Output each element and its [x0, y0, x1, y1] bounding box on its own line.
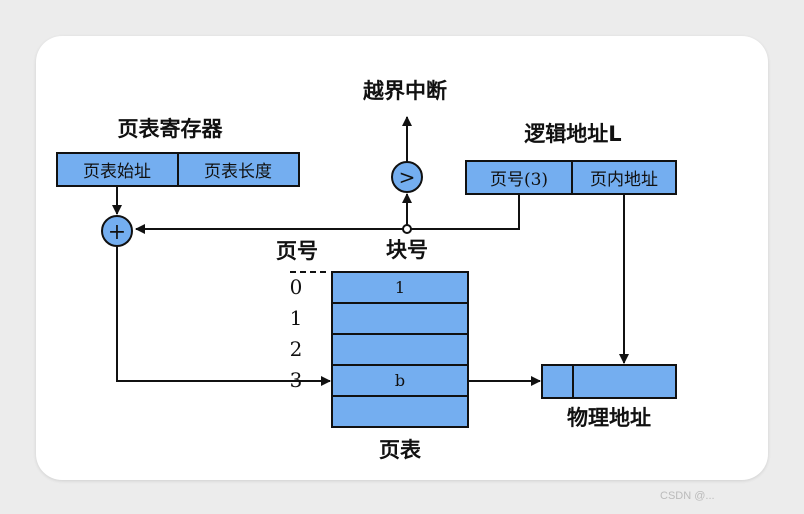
physical-address-label: 物理地址 [567, 406, 651, 430]
comparator-symbol: > [399, 165, 416, 189]
page-table-register: 页表始址 页表长度 [56, 152, 300, 187]
page-table-row-4 [331, 395, 469, 428]
page-table-entry-0: 1 [395, 278, 405, 297]
watermark: CSDN @... [660, 490, 715, 502]
page-number-header: 页号 [276, 239, 318, 263]
arrow-adder-to-entry [116, 246, 331, 386]
physical-cell-block [541, 364, 574, 399]
register-length-text: 页表长度 [204, 162, 272, 182]
page-number-0: 0 [290, 275, 303, 299]
page-table-label: 页表 [379, 438, 422, 462]
page-table-row-1 [331, 302, 469, 335]
page-table-row-2 [331, 333, 469, 366]
block-number-label: 块号 [386, 238, 428, 262]
page-table-row-3 [331, 364, 469, 397]
comparator: > [391, 161, 423, 193]
page-number-2: 2 [290, 337, 303, 361]
page-table-entry-3: b [395, 371, 405, 390]
logical-offset-text: 页内地址 [590, 170, 658, 190]
physical-address-box [541, 364, 677, 399]
logical-cell-page [465, 160, 573, 195]
physical-cell-offset [572, 364, 677, 399]
page-number-3: 3 [290, 368, 303, 392]
register-cell-start [56, 152, 179, 187]
line-page-to-adder [135, 194, 520, 234]
page-number-1: 1 [290, 306, 303, 330]
register-cell-length [177, 152, 300, 187]
page-table-row-0 [331, 271, 469, 304]
out-of-bounds-interrupt-label: 越界中断 [362, 79, 447, 103]
logical-page-text: 页号(3) [490, 170, 548, 190]
page-table-register-label: 页表寄存器 [118, 117, 224, 141]
logical-address-label: 逻辑地址L [524, 122, 621, 146]
adder: + [101, 215, 133, 247]
adder-symbol: + [108, 220, 126, 245]
junction-dot [402, 224, 412, 234]
register-start-text: 页表始址 [83, 162, 151, 182]
logical-address-box: 页号(3) 页内地址 [465, 160, 677, 195]
page-table: 1 b 0 1 2 3 [290, 271, 469, 428]
